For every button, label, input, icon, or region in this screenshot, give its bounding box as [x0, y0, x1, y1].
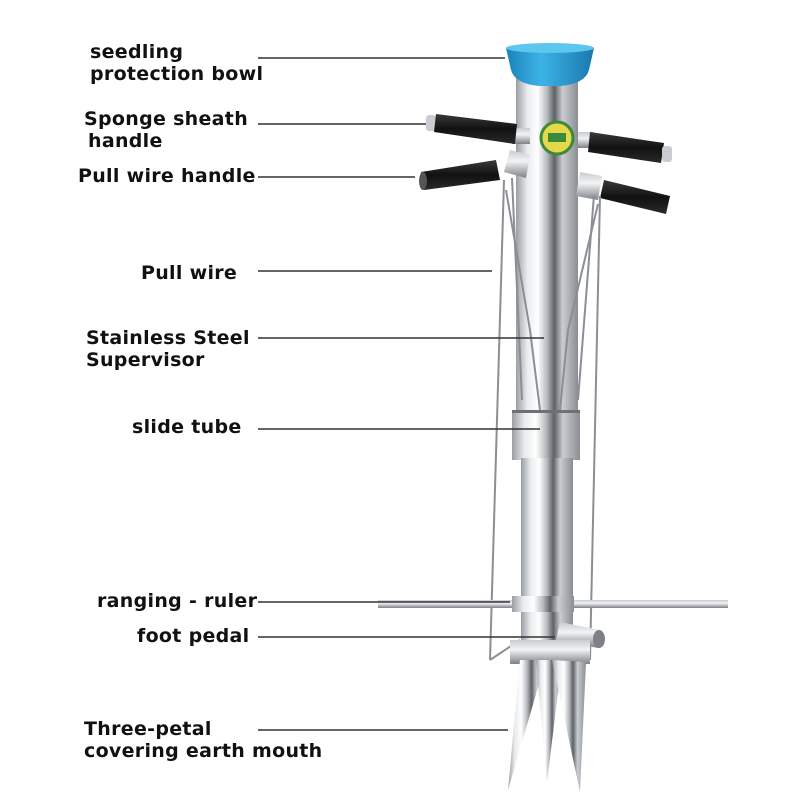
label-stainless-steel-line2: Supervisor: [86, 349, 205, 371]
label-foot-pedal: foot pedal: [137, 625, 250, 647]
label-seedling-bowl-line1: seedling: [90, 41, 184, 63]
label-three-petal: Three-petal covering earth mouth: [84, 718, 323, 762]
label-ranging-ruler: ranging - ruler: [97, 590, 257, 612]
label-slide-tube: slide tube: [132, 416, 242, 438]
pull-wire-handle-right: [600, 180, 670, 214]
three-petal-mouth: [508, 660, 586, 792]
slide-tube: [512, 410, 580, 460]
label-pull-wire: Pull wire: [141, 262, 237, 284]
label-pull-wire-handle-line1: Pull wire handle: [78, 165, 256, 187]
label-sponge-handle-line1: Sponge sheath: [84, 108, 249, 130]
pull-wires: [489, 177, 601, 661]
pull-wire-handle-left: [419, 160, 500, 190]
label-stainless-steel-line1: Stainless Steel: [86, 327, 250, 349]
sponge-handle-left: [426, 114, 517, 144]
label-sponge-handle: Sponge sheath handle: [84, 108, 248, 152]
label-three-petal-line2: covering earth mouth: [84, 740, 323, 762]
label-pull-wire-handle: Pull wire handle: [78, 165, 256, 187]
label-seedling-bowl: seedling protection bowl: [90, 41, 263, 85]
label-ranging-ruler-line1: ranging - ruler: [97, 590, 258, 612]
label-pull-wire-line1: Pull wire: [141, 262, 238, 284]
sponge-handle-right: [588, 132, 672, 163]
label-slide-tube-line1: slide tube: [132, 416, 242, 438]
label-seedling-bowl-line2: protection bowl: [90, 63, 264, 85]
label-sponge-handle-line2: handle: [88, 130, 163, 152]
label-stainless-steel: Stainless Steel Supervisor: [86, 327, 250, 371]
label-three-petal-line1: Three-petal: [84, 718, 212, 740]
label-foot-pedal-line1: foot pedal: [137, 625, 250, 647]
leader-lines: [258, 57, 555, 731]
seedling-bowl: [506, 48, 594, 86]
